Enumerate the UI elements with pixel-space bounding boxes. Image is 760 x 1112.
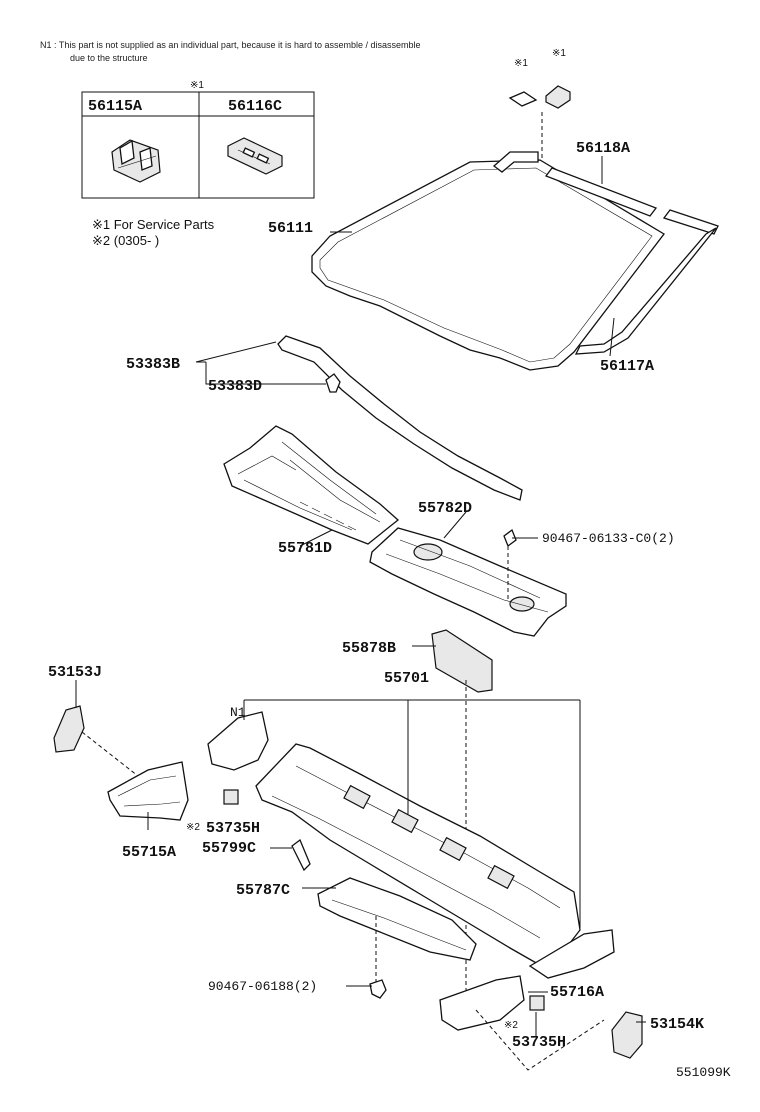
label-53735H-b[interactable]: 53735H [512, 1034, 566, 1051]
label-90467-06188[interactable]: 90467-06188(2) [208, 979, 317, 994]
panel-55787C [317, 877, 477, 961]
label-55878B[interactable]: 55878B [342, 640, 396, 657]
label-55781D[interactable]: 55781D [278, 540, 332, 557]
label-53735H-a[interactable]: 53735H [206, 820, 260, 837]
figure-id: 551099K [676, 1065, 731, 1080]
cowl-louver-right [369, 527, 567, 637]
label-55787C[interactable]: 55787C [236, 882, 290, 899]
cowl-louver-left [223, 425, 400, 545]
label-55701[interactable]: 55701 [384, 670, 429, 687]
label-53383D[interactable]: 53383D [208, 378, 262, 395]
label-53154K[interactable]: 53154K [650, 1016, 704, 1033]
note-n1-line2: due to the structure [70, 53, 148, 63]
screw-90467-06133-icon [503, 528, 517, 548]
label-56111[interactable]: 56111 [268, 220, 313, 237]
mark-n1: N1 [230, 705, 246, 720]
bracket-right-upper [528, 929, 615, 979]
service-clip-small-icon [508, 91, 538, 107]
legend-line1: ※1 For Service Parts [92, 217, 215, 232]
label-56117A[interactable]: 56117A [600, 358, 654, 375]
table-col-56115A[interactable]: 56115A [88, 98, 142, 115]
service-parts-table: ※1 56115A 56116C [81, 80, 315, 199]
table-col-56116C[interactable]: 56116C [228, 98, 282, 115]
clip-56116C-icon [227, 137, 283, 175]
label-55716A[interactable]: 55716A [550, 984, 604, 1001]
windshield-molding [492, 151, 719, 355]
brace-55715A [107, 761, 189, 821]
label-56118A[interactable]: 56118A [576, 140, 630, 157]
brace-55716A [439, 975, 525, 1031]
seal-55799C [291, 838, 311, 872]
screw-90467-06188-icon [369, 979, 387, 999]
clip-53735H-b-icon [529, 995, 545, 1011]
label-53383B[interactable]: 53383B [126, 356, 180, 373]
label-90467-06133[interactable]: 90467-06133-C0(2) [542, 531, 675, 546]
note-n1-line1: N1 : This part is not supplied as an ind… [40, 40, 421, 50]
mark-1-b: ※1 [552, 48, 566, 59]
label-53153J[interactable]: 53153J [48, 664, 102, 681]
clip-53383D-icon [325, 373, 341, 393]
mark-1-a: ※1 [514, 58, 528, 69]
mark-2-b: ※2 [504, 1020, 518, 1031]
seal-55878B [431, 629, 493, 693]
bracket-53154K [611, 1011, 643, 1059]
service-clip-block-icon [545, 85, 571, 109]
clip-53735H-a-icon [223, 789, 239, 805]
label-55799C[interactable]: 55799C [202, 840, 256, 857]
bracket-n1 [207, 711, 269, 771]
mark-2-a: ※2 [186, 822, 200, 833]
bracket-53153J [53, 705, 85, 753]
legend-line2: ※2 (0305- ) [92, 233, 159, 248]
table-mark-header: ※1 [190, 80, 204, 91]
label-55715A[interactable]: 55715A [122, 844, 176, 861]
clip-56115A-icon [111, 139, 161, 183]
label-55782D[interactable]: 55782D [418, 500, 472, 517]
